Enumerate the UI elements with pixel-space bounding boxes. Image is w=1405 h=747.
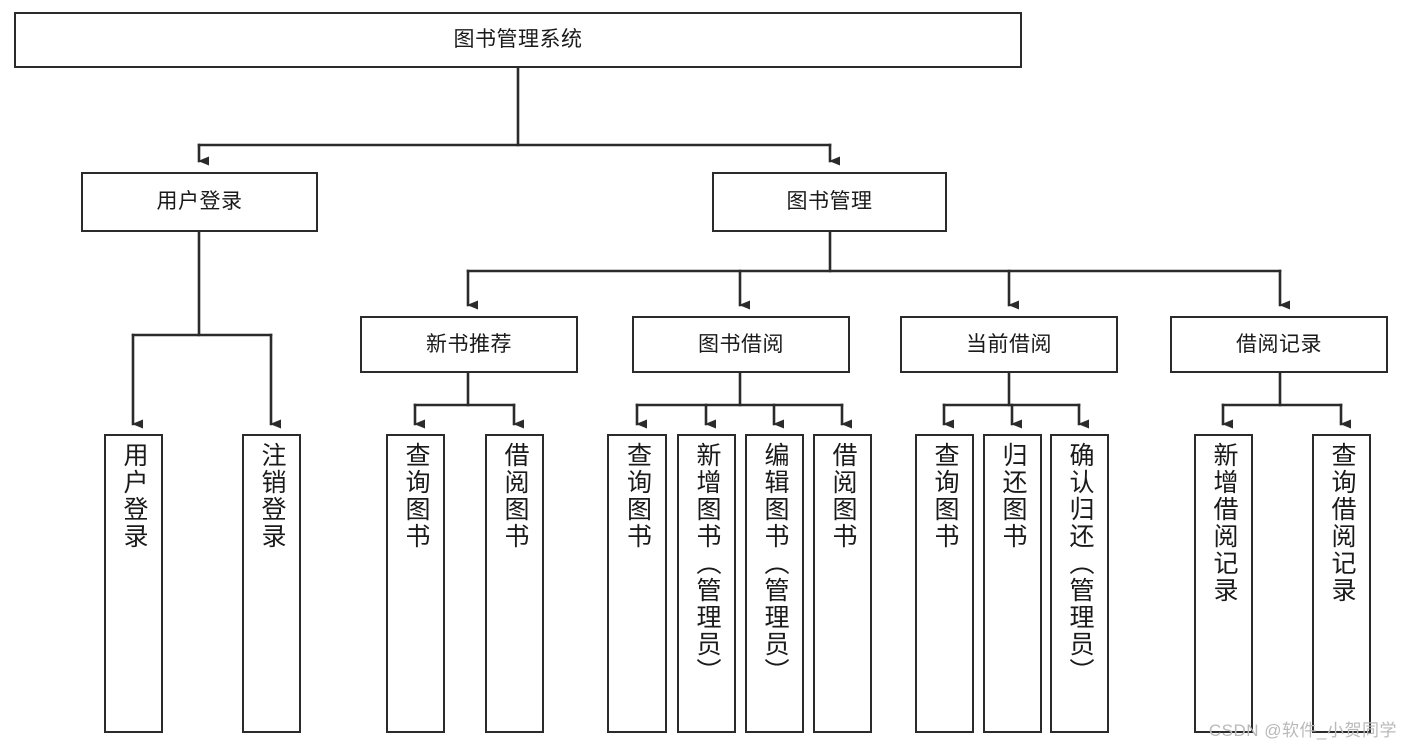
leaf-label: 借阅图书 [829, 442, 857, 550]
node-root-label: 图书管理系统 [453, 28, 583, 52]
node-borrow-record[interactable]: 借阅记录 [1170, 316, 1388, 373]
leaf-new-book-borrow[interactable]: 借阅图书 [485, 434, 544, 733]
node-current-borrow-label: 当前借阅 [966, 332, 1052, 356]
node-user-login[interactable]: 用户登录 [81, 172, 318, 232]
leaf-label: 确认归还（管理员） [1066, 442, 1094, 685]
leaf-record-query[interactable]: 查询借阅记录 [1312, 434, 1371, 733]
leaf-label: 查询图书 [623, 442, 652, 550]
leaf-label: 注销登录 [258, 442, 286, 550]
leaf-label: 查询图书 [402, 442, 430, 550]
leaf-label: 归还图书 [999, 442, 1027, 550]
node-new-book-recommend[interactable]: 新书推荐 [360, 316, 578, 373]
node-current-borrow[interactable]: 当前借阅 [900, 316, 1118, 373]
leaf-borrow-edit-admin[interactable]: 编辑图书（管理员） [745, 434, 804, 733]
leaf-current-query[interactable]: 查询图书 [915, 434, 974, 733]
leaf-borrow-lend[interactable]: 借阅图书 [813, 434, 872, 733]
leaf-label: 编辑图书（管理员） [761, 442, 789, 685]
leaf-label: 新增借阅记录 [1210, 442, 1238, 604]
node-borrow-record-label: 借阅记录 [1236, 332, 1322, 356]
leaf-current-confirm-return-admin[interactable]: 确认归还（管理员） [1050, 434, 1109, 733]
leaf-label: 用户登录 [120, 442, 148, 550]
leaf-user-login-signin[interactable]: 用户登录 [104, 434, 163, 733]
node-book-manage-label: 图书管理 [786, 190, 873, 214]
node-book-manage[interactable]: 图书管理 [712, 172, 947, 232]
leaf-label: 借阅图书 [501, 442, 529, 550]
node-book-borrow[interactable]: 图书借阅 [632, 316, 850, 373]
leaf-label: 查询图书 [931, 442, 959, 550]
node-new-book-recommend-label: 新书推荐 [426, 332, 512, 356]
leaf-borrow-add-admin[interactable]: 新增图书（管理员） [677, 434, 736, 733]
leaf-new-book-query[interactable]: 查询图书 [386, 434, 445, 733]
leaf-label: 查询借阅记录 [1328, 442, 1356, 604]
leaf-current-return[interactable]: 归还图书 [983, 434, 1042, 733]
leaf-record-add[interactable]: 新增借阅记录 [1194, 434, 1253, 733]
node-book-borrow-label: 图书借阅 [698, 332, 784, 356]
node-root[interactable]: 图书管理系统 [14, 12, 1022, 68]
csdn-watermark: CSDN @软件_小贺同学 [1208, 721, 1397, 740]
node-user-login-label: 用户登录 [156, 190, 243, 214]
leaf-borrow-query[interactable]: 查询图书 [607, 434, 667, 733]
leaf-label: 新增图书（管理员） [693, 442, 721, 685]
leaf-user-login-signout[interactable]: 注销登录 [242, 434, 301, 733]
